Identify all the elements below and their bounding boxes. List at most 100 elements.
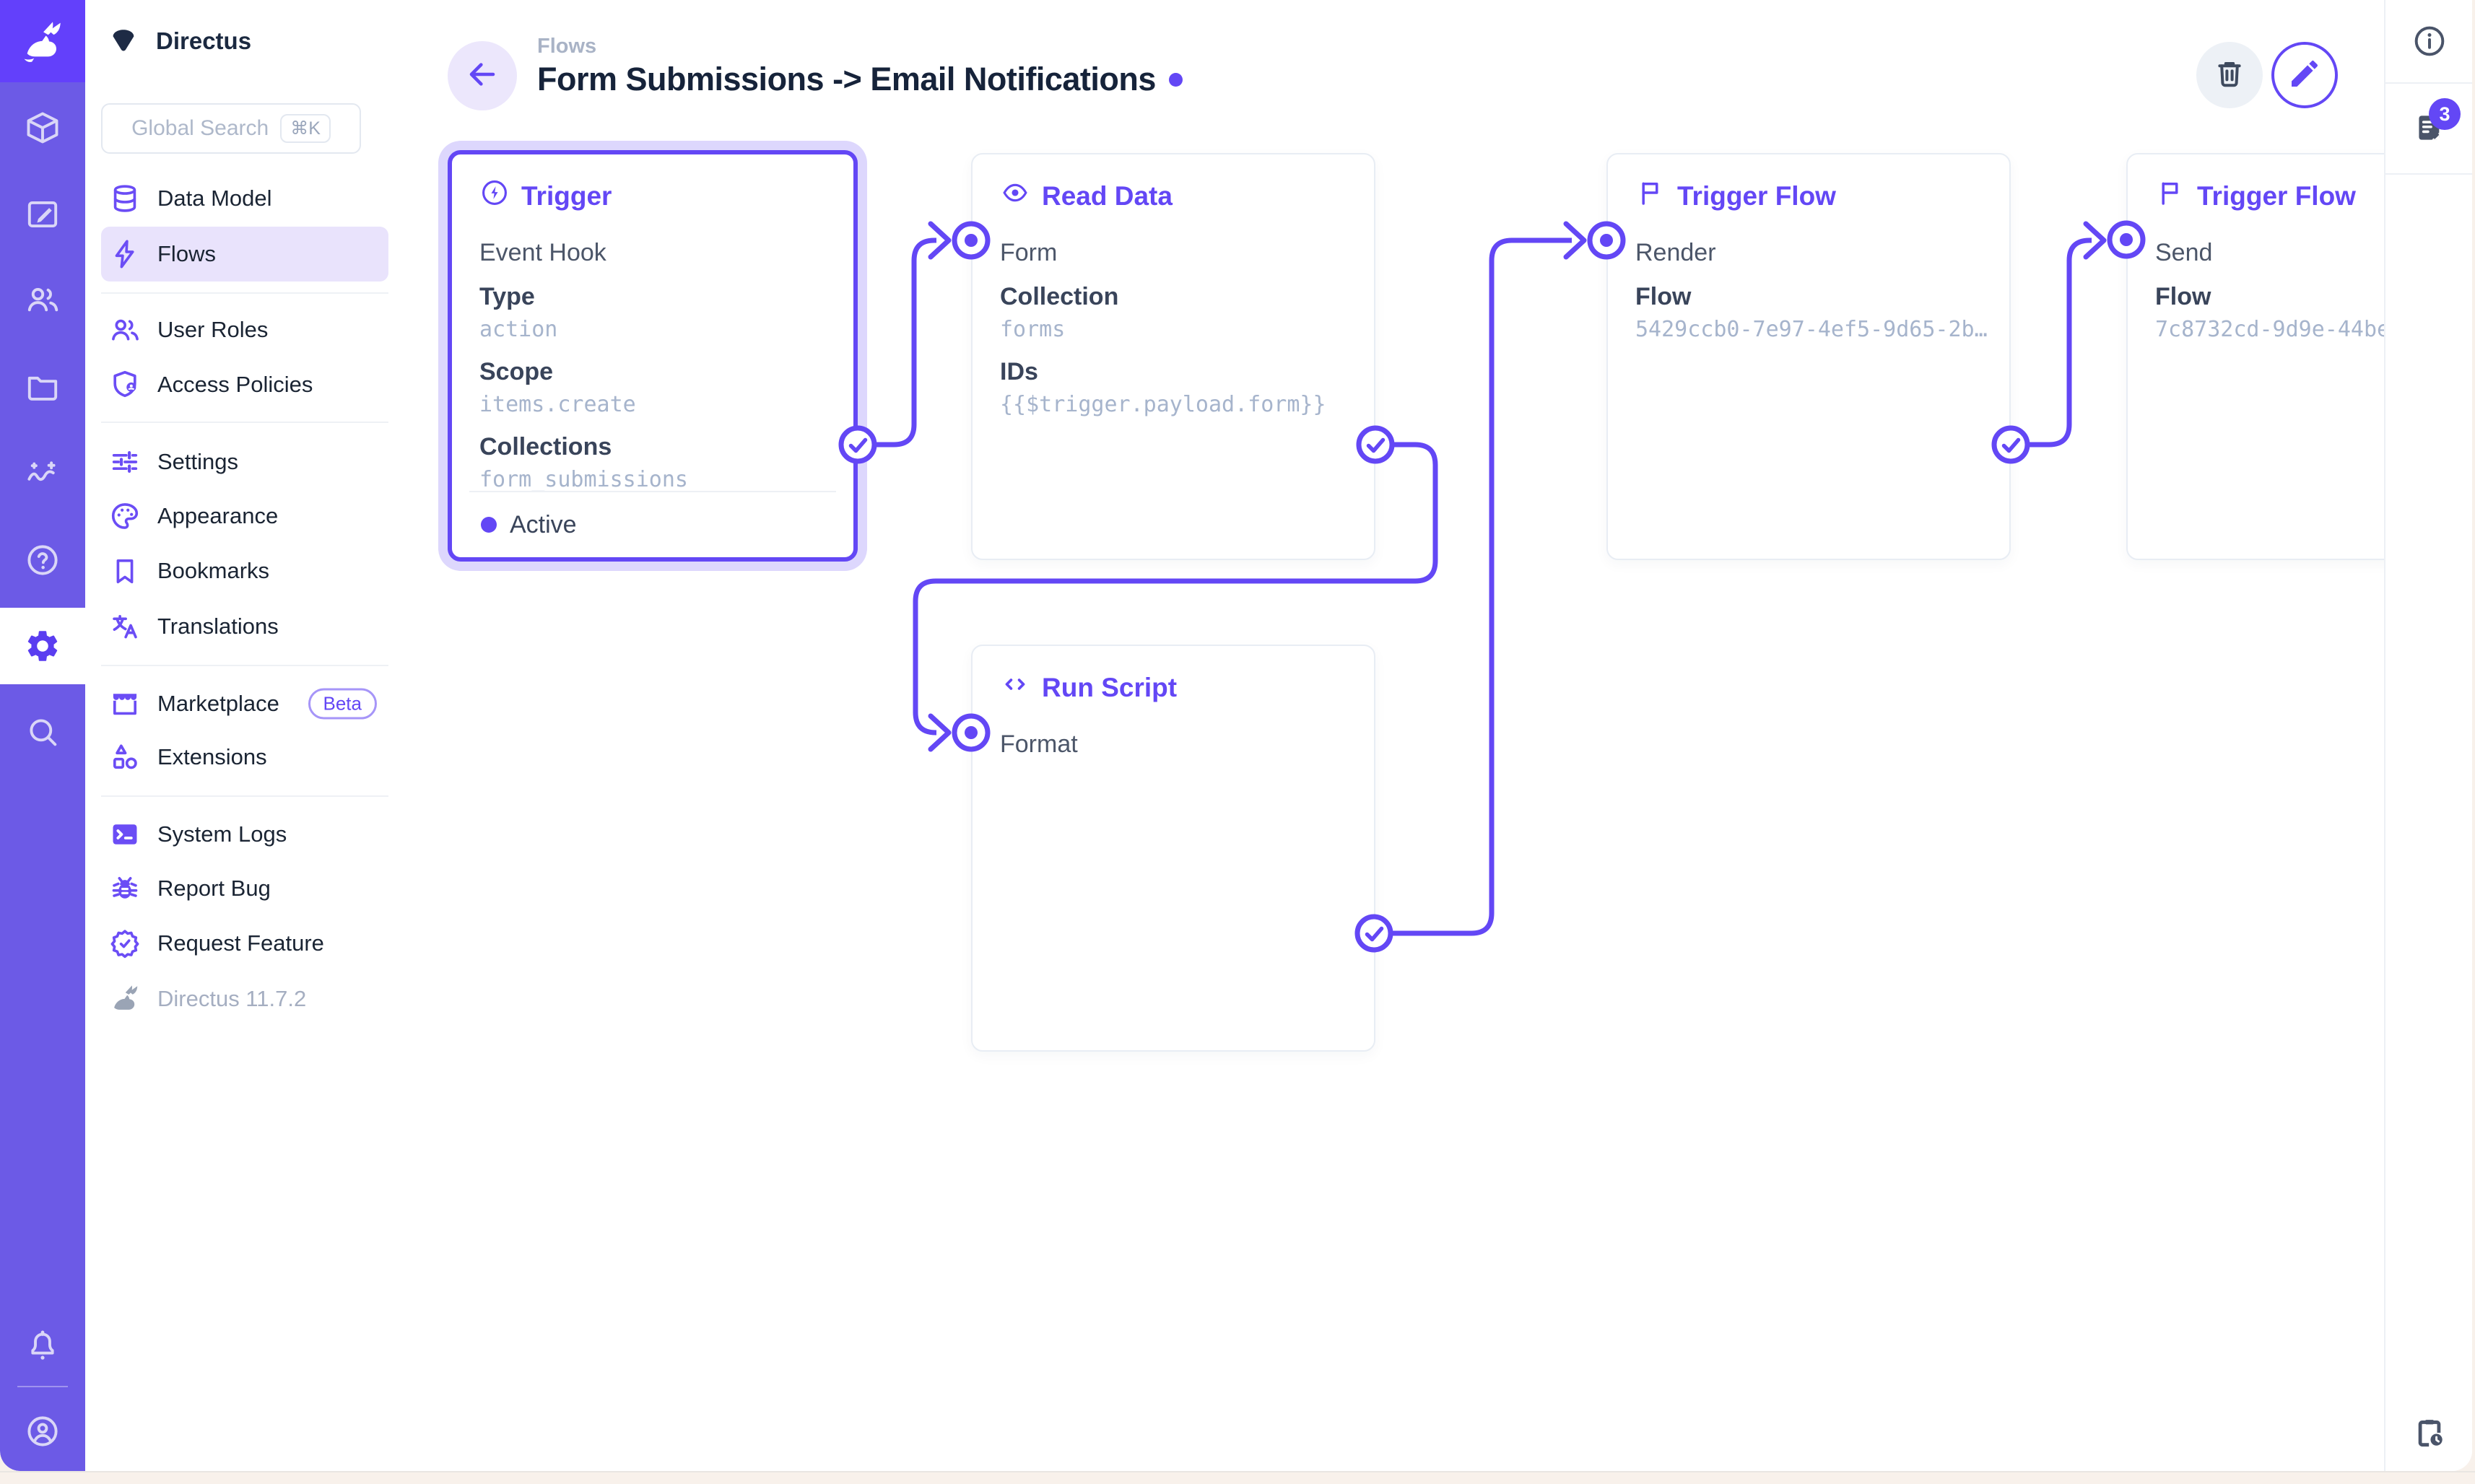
flow-color-dot [1168,72,1183,87]
bolt-circle-icon [479,178,510,214]
field-label: IDs [1000,358,1038,385]
sidebar-item-user-roles[interactable]: User Roles [101,302,388,357]
project-name: Directus [156,27,252,54]
right-sidebar: 3 [2384,0,2472,1471]
sidebar-item-access-policies[interactable]: Access Policies [101,357,388,412]
module-insights-icon[interactable] [24,455,61,492]
project-header[interactable]: Directus [107,22,251,61]
field-label: Flow [2155,283,2211,310]
code-icon [1000,669,1030,706]
desktop-strip [0,1471,2475,1484]
sidebar-item-report-bug[interactable]: Report Bug [101,861,388,916]
seal-check-icon [108,927,142,960]
global-search-input[interactable]: Global Search ⌘K [101,103,361,154]
delete-flow-button[interactable] [2196,42,2263,108]
flow-node-run-script[interactable]: Run Script Format [971,645,1375,1052]
bolt-icon [108,237,142,271]
flag-icon [1635,178,1666,214]
flag-icon [2155,178,2185,214]
navigation-sidebar: Directus Global Search ⌘K Data Model Flo… [85,0,404,1471]
node-name: Event Hook [479,239,606,266]
node-name: Form [1000,239,1058,266]
palette-icon [108,499,142,533]
sidebar-item-settings[interactable]: Settings [101,435,388,489]
project-icon [107,23,140,60]
field-value: items.create [479,392,636,417]
field-value: action [479,317,558,342]
module-help-icon[interactable] [24,541,61,579]
back-button[interactable] [448,41,517,110]
tune-icon [108,445,142,479]
sidebar-item-request-feature[interactable]: Request Feature [101,916,388,971]
node-type-label: Run Script [1000,669,1374,706]
beta-badge: Beta [308,688,377,720]
module-editor-icon[interactable] [24,196,61,233]
node-type-label: Trigger Flow [1635,178,2009,214]
pencil-icon [2287,56,2322,95]
eye-icon [1000,178,1030,214]
database-icon [108,182,142,215]
field-label: Scope [479,358,554,385]
sidebar-item-translations[interactable]: Translations [101,599,388,654]
node-name: Send [2155,239,2213,266]
sidebar-item-data-model[interactable]: Data Model [101,171,388,226]
page-title: Form Submissions -> Email Notifications [537,61,1183,98]
sidebar-item-bookmarks[interactable]: Bookmarks [101,544,388,598]
flow-node-trigger-flow-render[interactable]: Trigger Flow Render Flow 5429ccb0-7e97-4… [1606,153,2011,560]
clipboard-clock-icon[interactable] [2411,1415,2448,1451]
sidebar-item-flows[interactable]: Flows [101,227,388,281]
search-placeholder: Global Search [131,116,269,140]
terminal-icon [108,818,142,851]
rabbit-logo-icon [24,22,61,62]
field-label: Type [479,283,535,310]
flow-node-read-data[interactable]: Read Data Form Collection forms IDs {{$t… [971,153,1375,560]
people-icon [108,313,142,346]
status-badge: Active [510,510,577,538]
module-users-icon[interactable] [24,281,61,318]
field-value: 5429ccb0-7e97-4ef5-9d65-2b… [1635,317,1988,342]
arrow-left-icon [464,56,500,96]
module-bar [0,0,85,1471]
directus-logo[interactable] [0,0,85,82]
field-label: Flow [1635,283,1692,310]
account-avatar-icon[interactable] [24,1413,61,1450]
node-type-label: Read Data [1000,178,1374,214]
edit-flow-button[interactable] [2271,42,2338,108]
node-name: Format [1000,730,1078,758]
module-content-box-icon[interactable] [24,109,61,147]
node-type-label: Trigger Flow [2155,178,2472,214]
info-icon[interactable] [2411,23,2448,59]
rail-divider [17,1386,68,1387]
node-type-label: Trigger [479,178,853,214]
version-label: Directus 11.7.2 [157,986,307,1011]
field-value: {{$trigger.payload.form}} [1000,392,1326,417]
field-label: Collections [479,433,612,461]
status-dot [481,517,497,533]
search-shortcut: ⌘K [280,114,331,143]
field-label: Collection [1000,283,1119,310]
breadcrumb[interactable]: Flows [537,35,597,58]
sidebar-item-system-logs[interactable]: System Logs [101,807,388,862]
notifications-bell-icon[interactable] [24,1327,61,1365]
bug-icon [108,872,142,905]
storefront-icon [108,687,142,720]
field-value: form_submissions [479,467,688,492]
flow-node-trigger[interactable]: Trigger Event Hook Type action Scope ite… [448,150,858,562]
sidebar-item-appearance[interactable]: Appearance [101,489,388,544]
bookmark-icon [108,554,142,588]
shapes-icon [108,741,142,774]
sidebar-item-marketplace[interactable]: Marketplace Beta [101,676,388,731]
field-value: 7c8732cd-9d9e-44be [2155,317,2391,342]
shield-user-icon [108,368,142,401]
module-settings-active[interactable] [0,608,85,684]
gear-icon [24,627,61,665]
node-name: Render [1635,239,1716,266]
module-search-icon[interactable] [24,713,61,751]
translate-icon [108,610,142,643]
sidebar-item-extensions[interactable]: Extensions [101,730,388,785]
trash-icon [2212,56,2247,95]
rabbit-icon [108,982,142,1016]
module-files-folder-icon[interactable] [24,368,61,406]
trigger-status-row: Active [469,491,836,557]
